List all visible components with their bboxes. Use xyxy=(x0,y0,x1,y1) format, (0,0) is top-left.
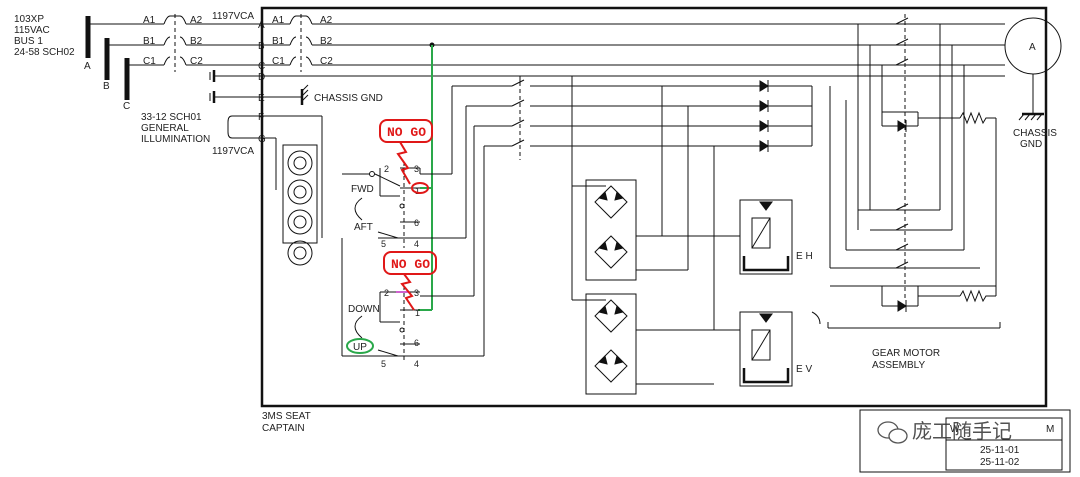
breaker-b1-label: B1 xyxy=(143,36,156,47)
seat-enclosure-box xyxy=(260,6,1048,408)
nogo-annotation-top: NO GO xyxy=(379,119,433,185)
relay-contact-network xyxy=(829,14,997,312)
chassis-ground-symbol xyxy=(300,84,309,105)
bus-letter-b: B xyxy=(103,81,110,92)
illumination-bracket xyxy=(227,115,238,139)
fwd-label: FWD xyxy=(351,184,374,195)
lamp-panel xyxy=(262,115,323,266)
chassis-gnd-label: CHASSIS GND xyxy=(314,93,383,104)
nogo-annotation-bottom: NO GO xyxy=(383,251,437,311)
control-lines xyxy=(420,76,760,357)
bus-letter-a: A xyxy=(84,61,91,72)
gear-motor-line2: ASSEMBLY xyxy=(872,360,925,371)
up-green-circle xyxy=(346,338,374,354)
down-label: DOWN xyxy=(348,304,380,315)
seat-line1: 3MS SEAT xyxy=(262,411,311,422)
int-breaker-a1: A1 xyxy=(272,15,285,26)
int-breaker-b1: B1 xyxy=(272,36,285,47)
ref-title-tail: M xyxy=(1046,424,1054,435)
eh-label: E H xyxy=(796,251,813,262)
source-line4: 24-58 SCH02 xyxy=(14,47,75,58)
ref-line2: 25-11-02 xyxy=(980,457,1020,468)
motor-label: A xyxy=(1029,42,1036,53)
phase-wires-left xyxy=(90,14,262,72)
reference-box xyxy=(859,409,1071,473)
fwd-pin-4: 4 xyxy=(414,239,419,249)
seat-line2: CAPTAIN xyxy=(262,423,305,434)
ref-line1: 25-11-01 xyxy=(980,445,1020,456)
down-pin-3: 3 xyxy=(414,288,419,298)
source-line2: 115VAC xyxy=(14,25,50,36)
brake-coil-ev xyxy=(739,311,793,387)
down-pin-4: 4 xyxy=(414,359,419,369)
chassis-gnd-right-line1: CHASSIS xyxy=(1013,128,1057,139)
down-pin-1: 1 xyxy=(415,308,420,318)
wechat-icon xyxy=(877,421,908,444)
int-breaker-b2: B2 xyxy=(320,36,333,47)
illumination-line3: ILLUMINATION xyxy=(141,134,210,145)
bus-letter-c: C xyxy=(123,101,130,112)
breaker-c1-label: C1 xyxy=(143,56,156,67)
nogo-text-bottom: NO GO xyxy=(391,257,430,272)
breaker-a2-label: A2 xyxy=(190,15,203,26)
illumination-line2: GENERAL xyxy=(141,123,189,134)
source-line3: BUS 1 xyxy=(14,36,43,47)
phase-wires-internal xyxy=(262,14,1005,77)
fwd-pin-6: 6 xyxy=(414,218,419,228)
int-breaker-c2: C2 xyxy=(320,56,333,67)
motor-ground-symbol xyxy=(1018,74,1044,121)
source-line1: 103XP xyxy=(14,14,44,25)
gear-motor-line1: GEAR MOTOR xyxy=(872,348,940,359)
down-pin-6: 6 xyxy=(414,338,419,348)
control-diodes xyxy=(759,80,813,152)
bridge-rectifier-eh xyxy=(585,179,740,281)
chassis-gnd-right-line2: GND xyxy=(1020,139,1042,150)
aft-label: AFT xyxy=(354,222,373,233)
down-pin-2: 2 xyxy=(384,288,389,298)
bridge-rectifier-ev xyxy=(585,293,740,395)
power-source-label: 103XP 115VAC BUS 1 24-58 SCH02 xyxy=(14,14,75,58)
connector-label-bottom: 1197VCA xyxy=(212,146,254,157)
gear-motor-bracket-top xyxy=(811,311,821,325)
watermark-text: 庞工随手记 xyxy=(912,419,1012,443)
illumination-line1: 33-12 SCH01 xyxy=(141,112,202,123)
int-breaker-a2: A2 xyxy=(320,15,333,26)
down-pin-5: 5 xyxy=(381,359,386,369)
breaker-a1-label: A1 xyxy=(143,15,156,26)
switch-down-up xyxy=(342,286,420,362)
int-breaker-c1: C1 xyxy=(272,56,285,67)
brake-coil-eh xyxy=(739,199,793,275)
fwd-pin-1: 1 xyxy=(415,186,420,196)
bridge-feeders xyxy=(571,76,715,330)
breaker-b2-label: B2 xyxy=(190,36,203,47)
fwd-pin-5: 5 xyxy=(381,239,386,249)
fwd-red-circle xyxy=(411,182,429,194)
fwd-pin-2: 2 xyxy=(384,164,389,174)
connector-label-top: 1197VCA xyxy=(212,11,254,22)
ground-wires-left xyxy=(209,70,262,103)
up-label: UP xyxy=(353,342,367,353)
highlighted-green-wire xyxy=(418,42,435,311)
ref-title-fragment: W xyxy=(950,424,960,435)
fwd-pin-3: 3 xyxy=(414,164,419,174)
switch-fwd-aft xyxy=(341,162,421,356)
ev-label: E V xyxy=(796,364,812,375)
breaker-c2-label: C2 xyxy=(190,56,203,67)
nogo-text-top: NO GO xyxy=(387,125,426,140)
